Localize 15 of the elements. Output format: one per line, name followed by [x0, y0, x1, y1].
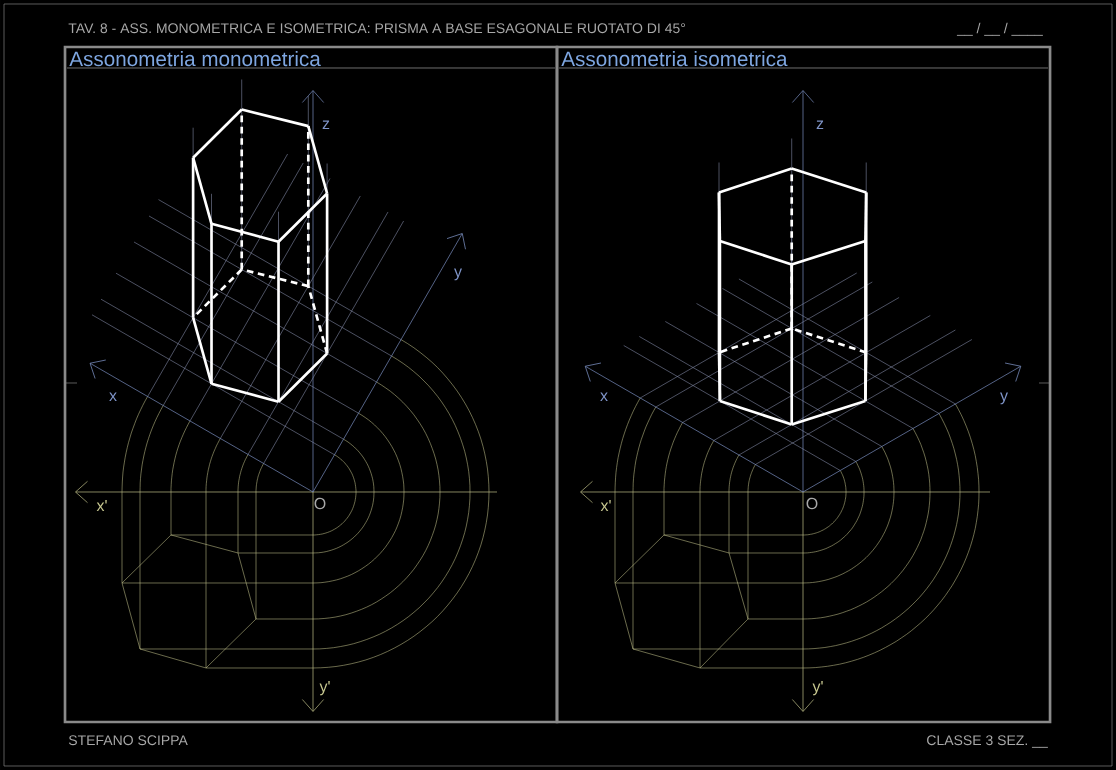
- axis-label: z: [816, 120, 824, 129]
- axis-label: y': [319, 681, 330, 696]
- origin-label: O: [314, 497, 326, 510]
- axis-label: y: [1000, 392, 1008, 405]
- sheet-title: TAV. 8 - ASS. MONOMETRICA E ISOMETRICA: PRISMA A BASE ESAGONALE RUOTATO DI 45°: [68, 23, 685, 34]
- axis-label: x: [109, 392, 117, 401]
- axis-label: x': [600, 500, 611, 511]
- origin-label: O: [806, 497, 818, 510]
- axis-label: y': [812, 681, 823, 696]
- axis-label: y: [454, 268, 462, 281]
- axis-label: x': [96, 500, 107, 511]
- axis-label: z: [322, 120, 330, 129]
- axis-label: x: [600, 392, 608, 401]
- class-field: CLASSE 3 SEZ. __: [927, 735, 1048, 748]
- author-name: STEFANO SCIPPA: [68, 735, 188, 746]
